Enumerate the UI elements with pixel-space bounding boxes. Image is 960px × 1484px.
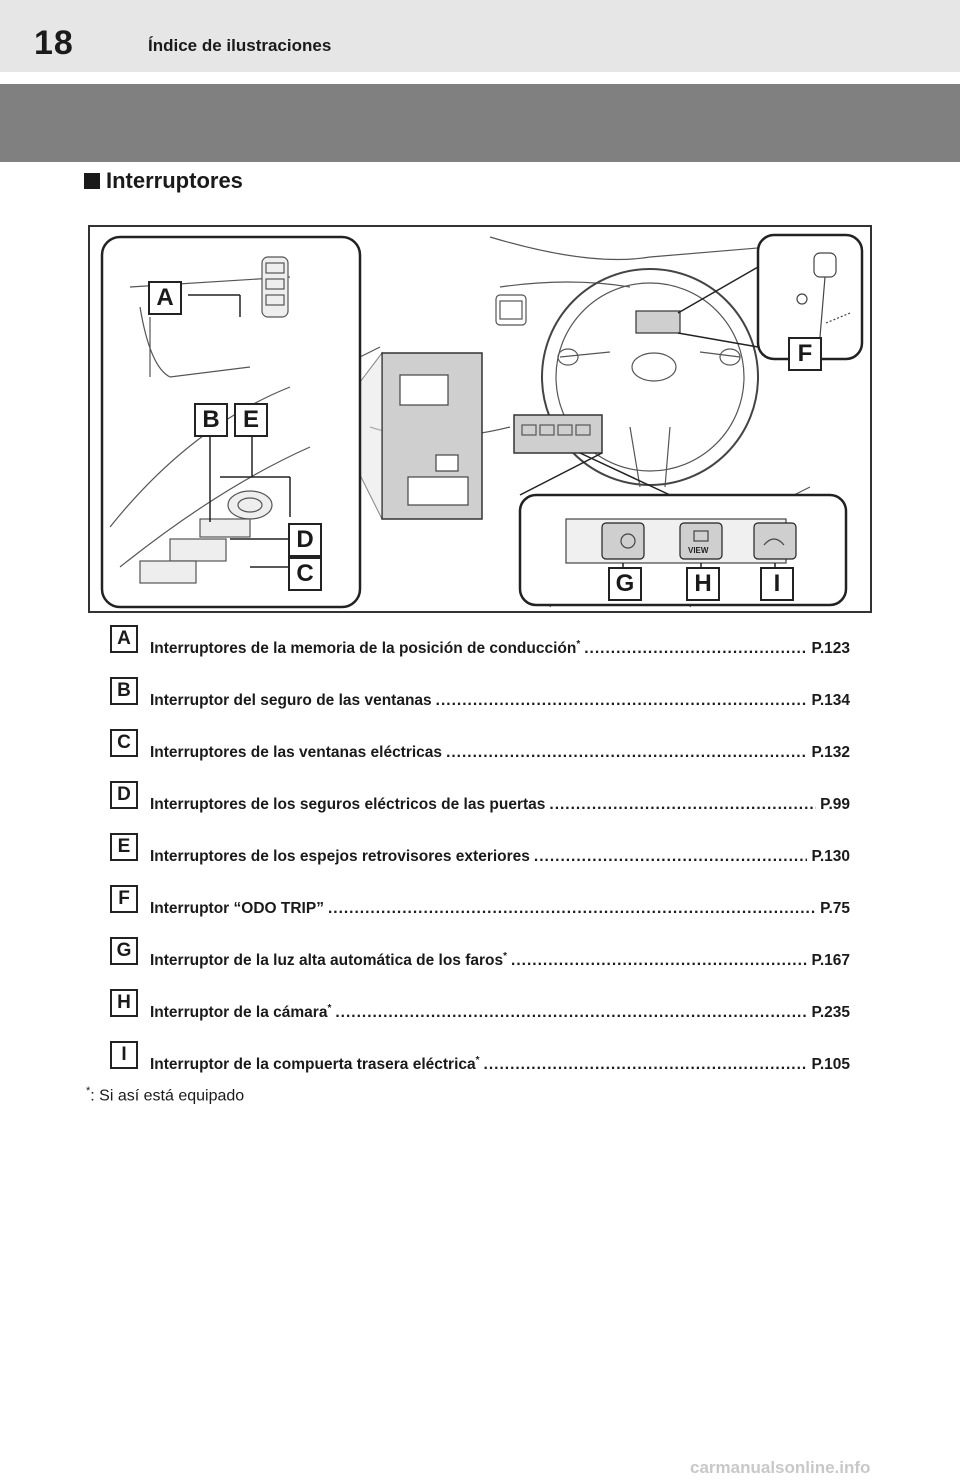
footnote: *: Si así está equipado [86, 1085, 244, 1105]
callout-b: B [194, 403, 228, 437]
page-reference-link[interactable]: P.130 [811, 848, 850, 866]
page-reference-link[interactable]: P.235 [811, 1004, 850, 1022]
watermark: carmanualsonline.info [690, 1458, 871, 1477]
page-number: 18 [34, 24, 74, 62]
item-letter: B [110, 677, 138, 705]
section-band [0, 84, 960, 162]
item-label: Interruptor del seguro de las ventanas [150, 692, 432, 710]
item-letter: I [110, 1041, 138, 1069]
page-reference-link[interactable]: P.99 [820, 796, 850, 814]
item-letter: G [110, 937, 138, 965]
item-letter: D [110, 781, 138, 809]
page-reference-link[interactable]: P.105 [811, 1056, 850, 1074]
callout-g: G [608, 567, 642, 601]
list-item: F Interruptor “ODO TRIP” P.75 [110, 885, 850, 937]
leader-dots [484, 1056, 808, 1074]
item-label: Interruptores de los espejos retrovisore… [150, 848, 530, 866]
item-letter: E [110, 833, 138, 861]
item-asterisk: * [475, 1055, 480, 1066]
square-bullet-icon [84, 173, 100, 189]
callout-a: A [148, 281, 182, 315]
leader-dots [549, 796, 816, 814]
callout-e: E [234, 403, 268, 437]
list-item: G Interruptor de la luz alta automática … [110, 937, 850, 989]
item-label: Interruptores de la memoria de la posici… [150, 640, 577, 658]
item-label: Interruptor de la luz alta automática de… [150, 952, 504, 970]
item-label: Interruptor de la compuerta trasera eléc… [150, 1056, 476, 1074]
callout-h: H [686, 567, 720, 601]
leader-dots [436, 692, 808, 710]
leader-dots [328, 900, 816, 918]
item-asterisk: * [503, 951, 508, 962]
item-label: Interruptor “ODO TRIP” [150, 900, 324, 918]
page-reference-link[interactable]: P.134 [811, 692, 850, 710]
section-heading-text: Interruptores [106, 168, 243, 193]
callout-d: D [288, 523, 322, 557]
item-letter: A [110, 625, 138, 653]
page-reference-link[interactable]: P.167 [811, 952, 850, 970]
list-item: A Interruptores de la memoria de la posi… [110, 625, 850, 677]
callout-f: F [788, 337, 822, 371]
item-label: Interruptor de la cámara [150, 1004, 328, 1022]
header-band [0, 0, 960, 72]
page-reference-link[interactable]: P.75 [820, 900, 850, 918]
leader-dots [534, 848, 808, 866]
list-item: C Interruptores de las ventanas eléctric… [110, 729, 850, 781]
list-item: H Interruptor de la cámara* P.235 [110, 989, 850, 1041]
leader-dots [335, 1004, 807, 1022]
item-label: Interruptores de las ventanas eléctricas [150, 744, 443, 762]
leader-dots [511, 952, 807, 970]
page-reference-link[interactable]: P.123 [811, 640, 850, 658]
running-title: Índice de ilustraciones [148, 36, 332, 55]
item-letter: H [110, 989, 138, 1017]
footnote-marker: * [86, 1085, 91, 1097]
list-item: I Interruptor de la compuerta trasera el… [110, 1041, 850, 1093]
item-label: Interruptores de los seguros eléctricos … [150, 796, 546, 814]
list-item: E Interruptores de los espejos retroviso… [110, 833, 850, 885]
item-letter: C [110, 729, 138, 757]
list-item: B Interruptor del seguro de las ventanas… [110, 677, 850, 729]
item-letter: F [110, 885, 138, 913]
item-asterisk: * [327, 1003, 332, 1014]
item-asterisk: * [576, 639, 581, 650]
switches-illustration: VIEW A B E D C F G H I [88, 225, 872, 613]
list-item: D Interruptores de los seguros eléctrico… [110, 781, 850, 833]
view-switch-text: VIEW [688, 546, 709, 555]
page-reference-link[interactable]: P.132 [811, 744, 850, 762]
callout-c: C [288, 557, 322, 591]
section-heading: Interruptores [84, 168, 243, 194]
leader-dots [584, 640, 807, 658]
footnote-text: : Si así está equipado [90, 1087, 245, 1105]
callout-i: I [760, 567, 794, 601]
switch-index-list: A Interruptores de la memoria de la posi… [110, 625, 850, 1093]
leader-dots [446, 744, 807, 762]
